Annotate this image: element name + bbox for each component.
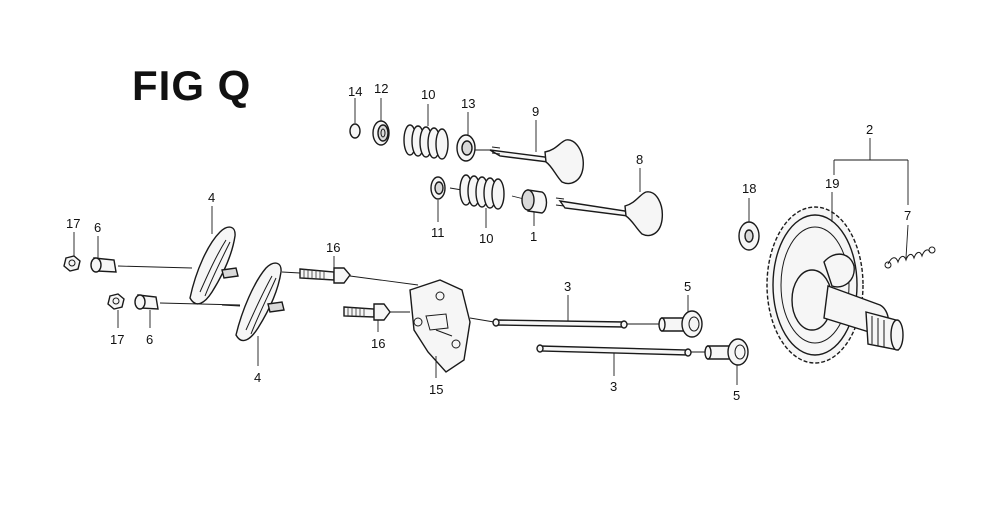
callout-8: 8	[636, 152, 643, 167]
part-19-camshaft-gear	[766, 206, 904, 364]
callout-4-upper: 4	[208, 190, 215, 205]
callout-16-upper: 16	[326, 240, 340, 255]
part-18-thrust-washer	[738, 221, 760, 251]
part-1-valve-retainer	[521, 189, 548, 214]
callout-7: 7	[904, 208, 911, 223]
leader-lines	[73, 98, 909, 385]
part-17-pivot-nut-upper	[63, 255, 81, 272]
part-3-push-rod-lower	[536, 344, 692, 357]
part-10-valve-spring-lower	[459, 174, 505, 210]
part-6-pivot-upper	[90, 257, 117, 273]
part-11-valve-stem-seal	[430, 176, 446, 200]
callout-11: 11	[431, 225, 445, 240]
callout-9: 9	[532, 104, 539, 119]
callout-17-lower: 17	[110, 332, 124, 347]
part-17-pivot-nut-lower	[107, 293, 125, 310]
part-16-rocker-stud-lower	[343, 303, 391, 321]
part-9-intake-valve	[489, 139, 584, 185]
callout-13: 13	[461, 96, 475, 111]
part-10-valve-spring-upper	[403, 124, 449, 160]
callout-15: 15	[429, 382, 443, 397]
callout-6-upper: 6	[94, 220, 101, 235]
callout-2: 2	[866, 122, 873, 137]
part-15-pushrod-guide-plate	[409, 279, 471, 373]
part-6-pivot-lower	[134, 294, 159, 310]
callout-14: 14	[348, 84, 362, 99]
callout-5-lower: 5	[733, 388, 740, 403]
part-16-rocker-stud-upper	[299, 267, 351, 284]
part-8-exhaust-valve	[555, 191, 663, 237]
part-14-valve-cotter	[349, 123, 361, 139]
callout-labels: 14 12 10 13 9 8 11 10 1 18 2 19 7 17 6 4…	[66, 81, 911, 403]
part-5-tappet-lower	[704, 338, 749, 366]
callout-18: 18	[742, 181, 756, 196]
callout-12: 12	[374, 81, 388, 96]
figure-title: FIG Q	[132, 62, 252, 109]
callout-19: 19	[825, 176, 839, 191]
part-12-spring-retainer	[372, 120, 390, 146]
part-4-rocker-arm-upper	[189, 226, 239, 305]
callout-16-lower: 16	[371, 336, 385, 351]
callout-1: 1	[530, 229, 537, 244]
callout-4-lower: 4	[254, 370, 261, 385]
part-7-decompressor-spring	[884, 246, 936, 269]
callout-3-lower: 3	[610, 379, 617, 394]
part-3-push-rod-upper	[492, 318, 628, 329]
callout-17-upper: 17	[66, 216, 80, 231]
callout-3-upper: 3	[564, 279, 571, 294]
callout-10-upper: 10	[421, 87, 435, 102]
part-4-rocker-arm-lower	[235, 262, 285, 342]
callout-10-lower: 10	[479, 231, 493, 246]
callout-5-upper: 5	[684, 279, 691, 294]
part-13-valve-rotator	[456, 134, 476, 162]
part-5-tappet-upper	[658, 310, 703, 338]
callout-6-lower: 6	[146, 332, 153, 347]
